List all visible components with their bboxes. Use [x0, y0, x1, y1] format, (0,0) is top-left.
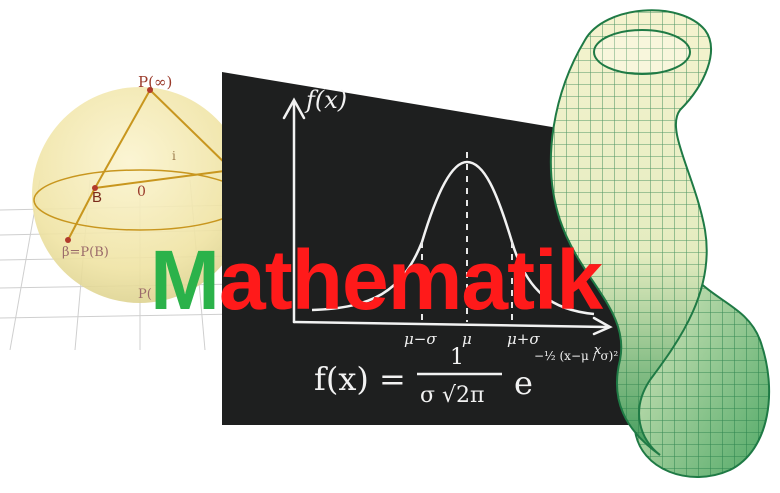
sphere-shape	[32, 87, 240, 303]
gauss-formula: f(x) = 1 σ √2π e −½ (x−μ / σ)²	[314, 345, 618, 408]
tick-label-mu: μ	[462, 330, 472, 348]
axis-label-fx: f(x)	[304, 86, 347, 114]
label-p-infinity: P(∞)	[138, 73, 172, 91]
klein-bottle-image	[549, 9, 771, 478]
klein-bottle-body	[549, 9, 771, 478]
formula-base-e: e	[514, 364, 533, 402]
title-first-letter: M	[150, 233, 220, 327]
title-rest: athematik	[218, 233, 603, 327]
point-b	[92, 185, 98, 191]
label-b: B	[92, 189, 102, 206]
dashed-guides	[421, 152, 513, 322]
point-beta	[65, 237, 71, 243]
formula-numerator: 1	[450, 345, 464, 370]
title-mathematik: Mathematik	[150, 238, 603, 322]
formula-exponent: −½ (x−μ / σ)²	[534, 349, 618, 363]
sphere-equator	[33, 169, 240, 231]
label-origin: 0	[137, 184, 146, 200]
tick-label-mu-minus-sigma: μ−σ	[404, 330, 437, 348]
blackboard-surface	[222, 72, 630, 425]
tick-label-mu-plus-sigma: μ+σ	[507, 330, 540, 348]
bell-curve	[311, 160, 595, 316]
point-infinity	[147, 87, 153, 93]
label-beta: β=P(B)	[62, 245, 109, 260]
formula-lhs: f(x) =	[314, 360, 406, 398]
chalk-axes	[282, 97, 613, 336]
label-imaginary: i	[172, 149, 176, 163]
label-bottom: P(	[138, 287, 152, 302]
x-axis-label: x	[594, 343, 602, 358]
projection-lines	[67, 89, 233, 241]
formula-denominator: σ √2π	[420, 383, 485, 408]
riemann-sphere-image: P(∞) B 0 i β=P(B) P(	[0, 73, 240, 350]
